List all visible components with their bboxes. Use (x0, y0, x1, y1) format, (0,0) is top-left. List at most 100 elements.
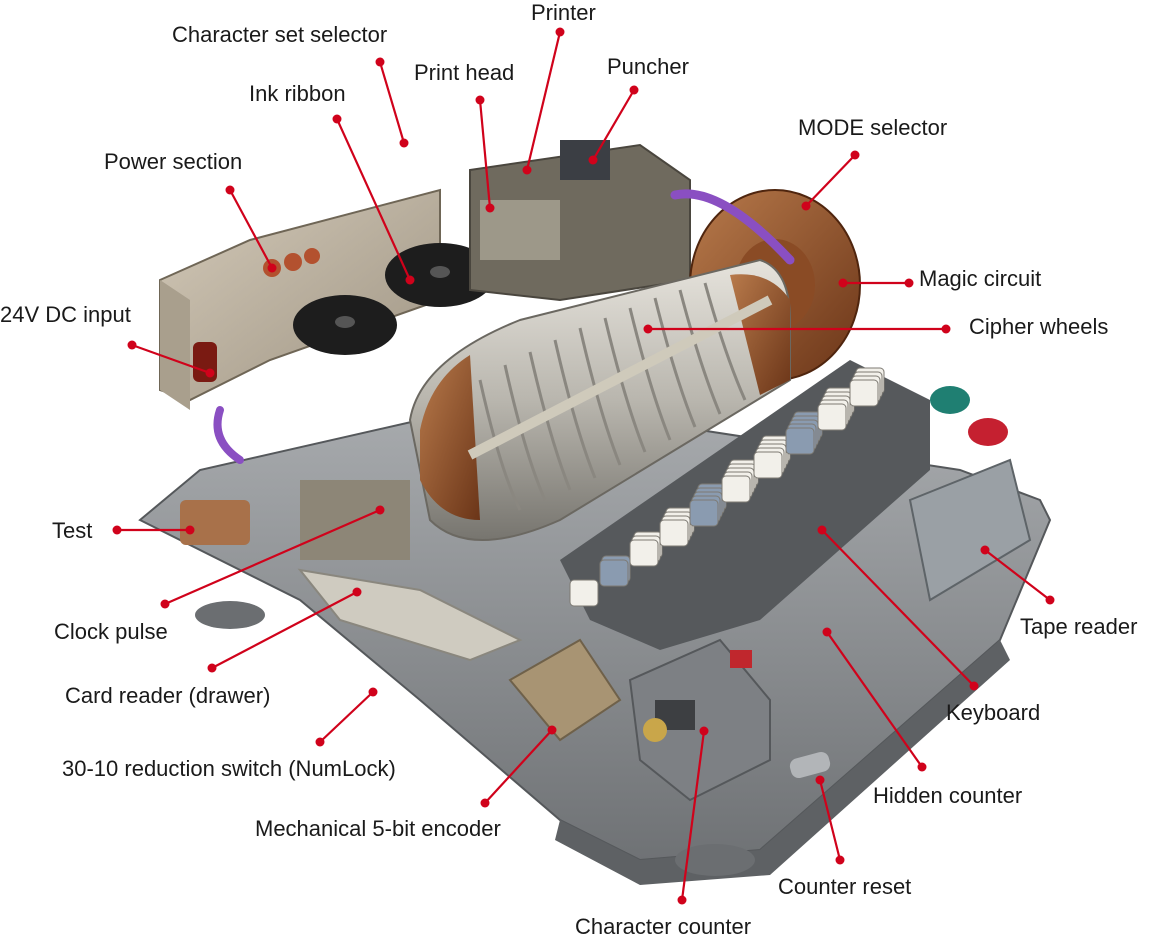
leader-dot-puncher-end (588, 155, 598, 165)
leader-dot-test-end (185, 525, 195, 535)
leader-dot-puncher-start (629, 85, 639, 95)
gear (643, 718, 667, 742)
leader-print-head (478, 99, 492, 209)
green-button (930, 386, 970, 414)
leader-dot-keyboard-start (969, 681, 979, 691)
leader-dot-keyboard-end (817, 525, 827, 535)
label-card-reader: Card reader (drawer) (65, 683, 271, 708)
leader-dot-test-start (112, 525, 122, 535)
label-24v-dc-input: 24V DC input (0, 302, 131, 327)
leader-dot-cipher-wheels-end (643, 324, 653, 334)
leader-power-section (229, 189, 273, 269)
leader-dot-card-reader-end (352, 587, 362, 597)
key (659, 519, 689, 547)
leader-dot-power-section-start (225, 185, 235, 195)
leader-dot-printer-end (522, 165, 532, 175)
label-cipher-wheels: Cipher wheels (969, 314, 1109, 339)
foot (195, 601, 265, 629)
label-ink-ribbon: Ink ribbon (249, 81, 346, 106)
red-button (968, 418, 1008, 446)
leader-dot-card-reader-start (207, 663, 217, 673)
key (753, 451, 783, 479)
leader-clock-pulse (164, 508, 381, 606)
leader-hidden-counter (826, 631, 923, 768)
leader-reduction-switch (319, 691, 374, 743)
drum-bar (467, 295, 773, 460)
reset-knob (789, 751, 831, 779)
leader-character-counter (680, 730, 706, 901)
label-power-section: Power section (104, 149, 243, 174)
label-encoder: Mechanical 5-bit encoder (255, 816, 501, 841)
leader-dot-printer-start (555, 27, 565, 37)
leader-dot-hidden-counter-end (822, 627, 832, 637)
label-mode-selector: MODE selector (798, 115, 948, 140)
key (817, 403, 847, 431)
leader-dot-clock-pulse-start (160, 599, 170, 609)
label-tape-reader: Tape reader (1020, 614, 1138, 639)
leader-card-reader (211, 591, 358, 669)
key (721, 475, 751, 503)
leader-dot-reduction-switch-end (368, 687, 378, 697)
leader-keyboard (821, 529, 975, 687)
key (599, 559, 629, 587)
keyboard-deck (560, 360, 930, 650)
leader-dot-mode-selector-start (850, 150, 860, 160)
leader-dot-clock-pulse-end (375, 505, 385, 515)
leader-dot-counter-reset-end (815, 775, 825, 785)
key (569, 579, 599, 607)
label-keyboard: Keyboard (946, 700, 1041, 725)
encoder-block (508, 638, 622, 742)
leader-ink-ribbon (335, 118, 412, 281)
label-magic-circuit: Magic circuit (919, 266, 1042, 291)
label-counter-reset: Counter reset (778, 874, 912, 899)
leader-encoder (484, 729, 553, 804)
key (689, 499, 719, 527)
counter-red-part (730, 650, 752, 668)
label-reduction-switch: 30-10 reduction switch (NumLock) (62, 756, 396, 781)
key (849, 379, 879, 407)
label-hidden-counter: Hidden counter (873, 783, 1023, 808)
leader-dot-tape-reader-start (1045, 595, 1055, 605)
leader-dot-counter-reset-start (835, 855, 845, 865)
label-character-set-selector: Character set selector (172, 22, 388, 47)
leader-dot-reduction-switch-start (315, 737, 325, 747)
leader-dot-magic-circuit-start (904, 278, 914, 288)
leader-dot-24v-dc-input-start (127, 340, 137, 350)
label-test: Test (52, 518, 93, 543)
leader-dot-ink-ribbon-start (332, 114, 342, 124)
leader-dot-hidden-counter-start (917, 762, 927, 772)
leader-counter-reset (818, 779, 842, 861)
leader-mode-selector (805, 154, 856, 207)
leader-dot-print-head-start (475, 95, 485, 105)
knob (304, 248, 320, 264)
leader-dot-encoder-end (547, 725, 557, 735)
cipher-wheel-rings (478, 282, 747, 511)
leader-dot-character-counter-start (677, 895, 687, 905)
test-block (180, 500, 250, 545)
key (629, 539, 659, 567)
leader-printer (525, 31, 562, 171)
leader-lines (112, 27, 1055, 905)
knob (284, 253, 302, 271)
leader-24v-dc-input (131, 343, 211, 375)
puncher-block (560, 140, 610, 180)
leader-dot-character-set-selector-start (375, 57, 385, 67)
label-character-counter: Character counter (575, 914, 752, 939)
leader-dot-character-set-selector-end (399, 138, 409, 148)
chassis-front-lip (555, 640, 1010, 885)
tape-reader-block (908, 458, 1032, 602)
label-puncher: Puncher (607, 54, 689, 79)
key (785, 427, 815, 455)
leader-dot-magic-circuit-end (838, 278, 848, 288)
dc-socket (193, 342, 217, 382)
leader-puncher (592, 89, 635, 161)
counter-block (628, 638, 771, 802)
leader-dot-print-head-end (485, 203, 495, 213)
label-printer: Printer (531, 0, 596, 25)
keyboard-keys (569, 367, 885, 607)
foot (675, 844, 755, 876)
leader-dot-ink-ribbon-end (405, 275, 415, 285)
leader-dot-mode-selector-end (801, 201, 811, 211)
label-print-head: Print head (414, 60, 515, 85)
